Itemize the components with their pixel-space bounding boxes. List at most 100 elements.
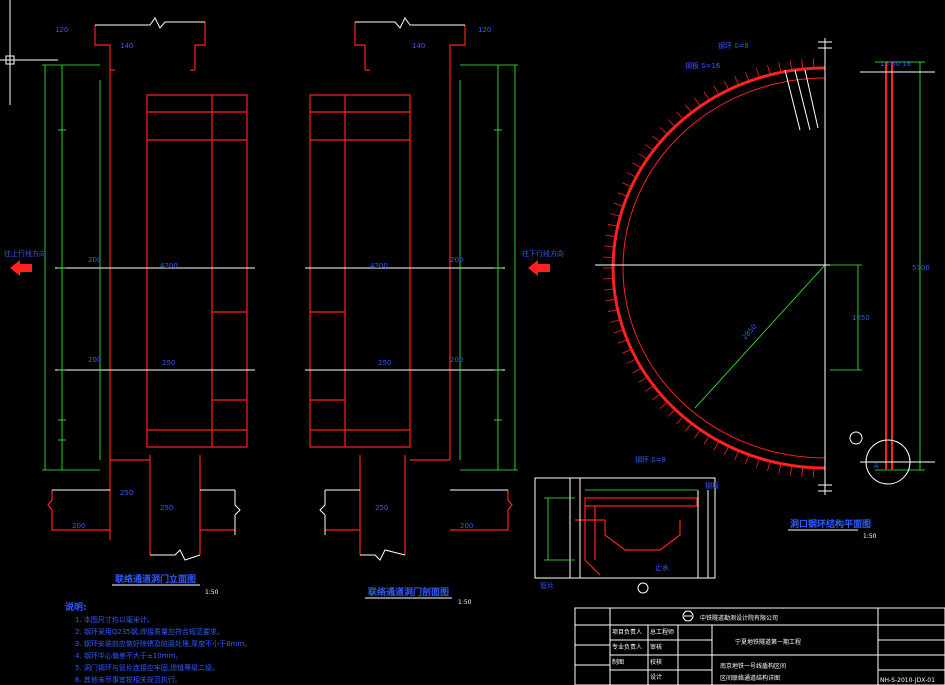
svg-text:200: 200	[460, 522, 473, 530]
note-item: 4. 钢环中心偏差不大于±10mm。	[75, 651, 182, 660]
ring-tick	[613, 329, 624, 334]
svg-text:A: A	[874, 462, 879, 470]
ring-tick	[613, 202, 624, 207]
ring-tick	[745, 71, 750, 82]
drawing-number: NH-S-2010-JDX-01	[880, 677, 935, 684]
ring-tick	[604, 288, 615, 291]
ring-tick	[645, 144, 654, 151]
svg-text:钢板: 钢板	[705, 481, 719, 490]
ucs-crosshair-icon	[0, 0, 58, 105]
ring-tick	[684, 423, 692, 432]
ring-tick	[694, 97, 701, 107]
ring-tick	[694, 429, 701, 439]
ring-tick	[627, 172, 637, 178]
svg-text:钢环 δ=8: 钢环 δ=8	[635, 455, 666, 464]
ring-tick	[659, 401, 668, 409]
drawing-title-2: 区间联络通道结构详图	[720, 674, 780, 682]
ring-tick	[603, 256, 614, 258]
ring-tick	[617, 339, 628, 344]
title-block-label: 专业负责人	[612, 643, 642, 651]
direction-arrow-right-icon	[528, 260, 550, 276]
left-view-title: 联络通道洞门立面图	[115, 573, 196, 585]
ring-tick	[607, 309, 618, 313]
svg-text:140: 140	[120, 42, 133, 50]
drawing-title-1: 南京地铁一号线盾构区间	[720, 662, 786, 670]
svg-text:120: 120	[478, 26, 491, 34]
ring-tick	[745, 454, 750, 465]
ring-view-scale: 1:50	[863, 533, 877, 540]
ring-tick	[652, 135, 661, 143]
title-block-label: 设计	[650, 673, 662, 681]
ring-tick	[622, 182, 632, 188]
ring-tick	[676, 111, 684, 120]
ring-tick	[603, 278, 614, 280]
ring-tick	[703, 435, 710, 445]
ring-tick	[610, 319, 621, 323]
svg-text:200: 200	[88, 256, 101, 264]
direction-arrow-left-icon	[10, 260, 32, 276]
title-block-label: 项目负责人	[612, 628, 642, 636]
note-item: 6. 其他未尽事宜按相关规范执行。	[75, 675, 182, 684]
ring-tick	[789, 465, 793, 476]
notes-section: 说明: 1. 本图尺寸均以毫米计。 2. 钢环采用Q235钢,焊接质量应符合规范…	[65, 601, 251, 684]
title-block-label: 校核	[650, 658, 662, 666]
ring-tick	[645, 385, 654, 392]
title-block-label: 审核	[650, 643, 662, 651]
ring-tick	[632, 367, 642, 374]
svg-text:5700: 5700	[912, 264, 930, 272]
svg-text:200: 200	[450, 356, 463, 364]
ring-tick	[734, 450, 740, 460]
ring-tick	[610, 213, 621, 217]
left-elevation-view: 往上行线方向 120 140 200 4200 200 250 200 250 …	[4, 17, 255, 596]
ring-tick	[778, 62, 782, 73]
ring-tick	[638, 153, 648, 160]
ring-tick	[813, 467, 815, 478]
svg-text:250: 250	[160, 504, 173, 512]
ring-tick	[813, 58, 815, 69]
ring-view-title: 洞口钢环结构平面图	[790, 518, 871, 530]
middle-view-title: 联络通道洞门剖面图	[368, 586, 449, 598]
svg-text:4200: 4200	[370, 262, 388, 270]
ring-tick	[632, 162, 642, 169]
ring-tick	[659, 127, 668, 135]
middle-section-view: 往下行线方向 120 140 200 4200 200 250 200 250 …	[305, 17, 564, 606]
ring-tick	[607, 223, 618, 227]
direction-label-left: 往上行线方向	[4, 249, 46, 258]
company-logo-icon	[682, 610, 694, 622]
ring-tick	[667, 409, 676, 417]
ring-tick	[734, 76, 740, 86]
title-block: 中铁隧道勘测设计院有限公司 宁夏地铁隧道第一期工程 南京地铁一号线盾构区间 区间…	[574, 607, 945, 685]
svg-text:4200: 4200	[160, 262, 178, 270]
ring-tick	[604, 245, 615, 248]
svg-text:管片: 管片	[540, 581, 554, 590]
ring-tick	[778, 463, 782, 474]
svg-text:钢环 δ=8: 钢环 δ=8	[718, 41, 749, 50]
ring-tick	[801, 466, 804, 477]
ring-tick	[801, 59, 804, 70]
svg-text:250: 250	[378, 359, 391, 367]
middle-view-scale: 1:50	[458, 599, 472, 606]
note-item: 2. 钢环采用Q235钢,焊接质量应符合规范要求。	[75, 627, 224, 636]
ring-tick	[617, 192, 628, 197]
ring-tick	[767, 65, 771, 75]
svg-text:200: 200	[72, 522, 85, 530]
ring-tick	[713, 85, 720, 95]
notes-heading: 说明:	[65, 601, 87, 613]
note-item: 1. 本图尺寸均以毫米计。	[75, 615, 154, 624]
ring-tick	[756, 458, 760, 468]
ring-tick	[684, 104, 692, 113]
svg-text:250: 250	[162, 359, 175, 367]
ring-tick	[605, 298, 616, 302]
note-item: 3. 钢环安装前应做好除锈及防腐处理,厚度不小于8mm。	[75, 639, 251, 648]
ring-tick	[703, 91, 710, 101]
ring-tick	[652, 393, 661, 401]
ring-tick	[767, 461, 771, 471]
note-item: 5. 洞门钢环与管片连接应牢固,焊缝等级二级。	[75, 663, 219, 672]
ring-tick	[627, 358, 637, 364]
svg-text:200: 200	[450, 256, 463, 264]
ring-tick	[723, 80, 730, 90]
svg-text:2850: 2850	[741, 323, 759, 342]
ring-tick	[723, 446, 730, 456]
svg-text:200: 200	[88, 356, 101, 364]
